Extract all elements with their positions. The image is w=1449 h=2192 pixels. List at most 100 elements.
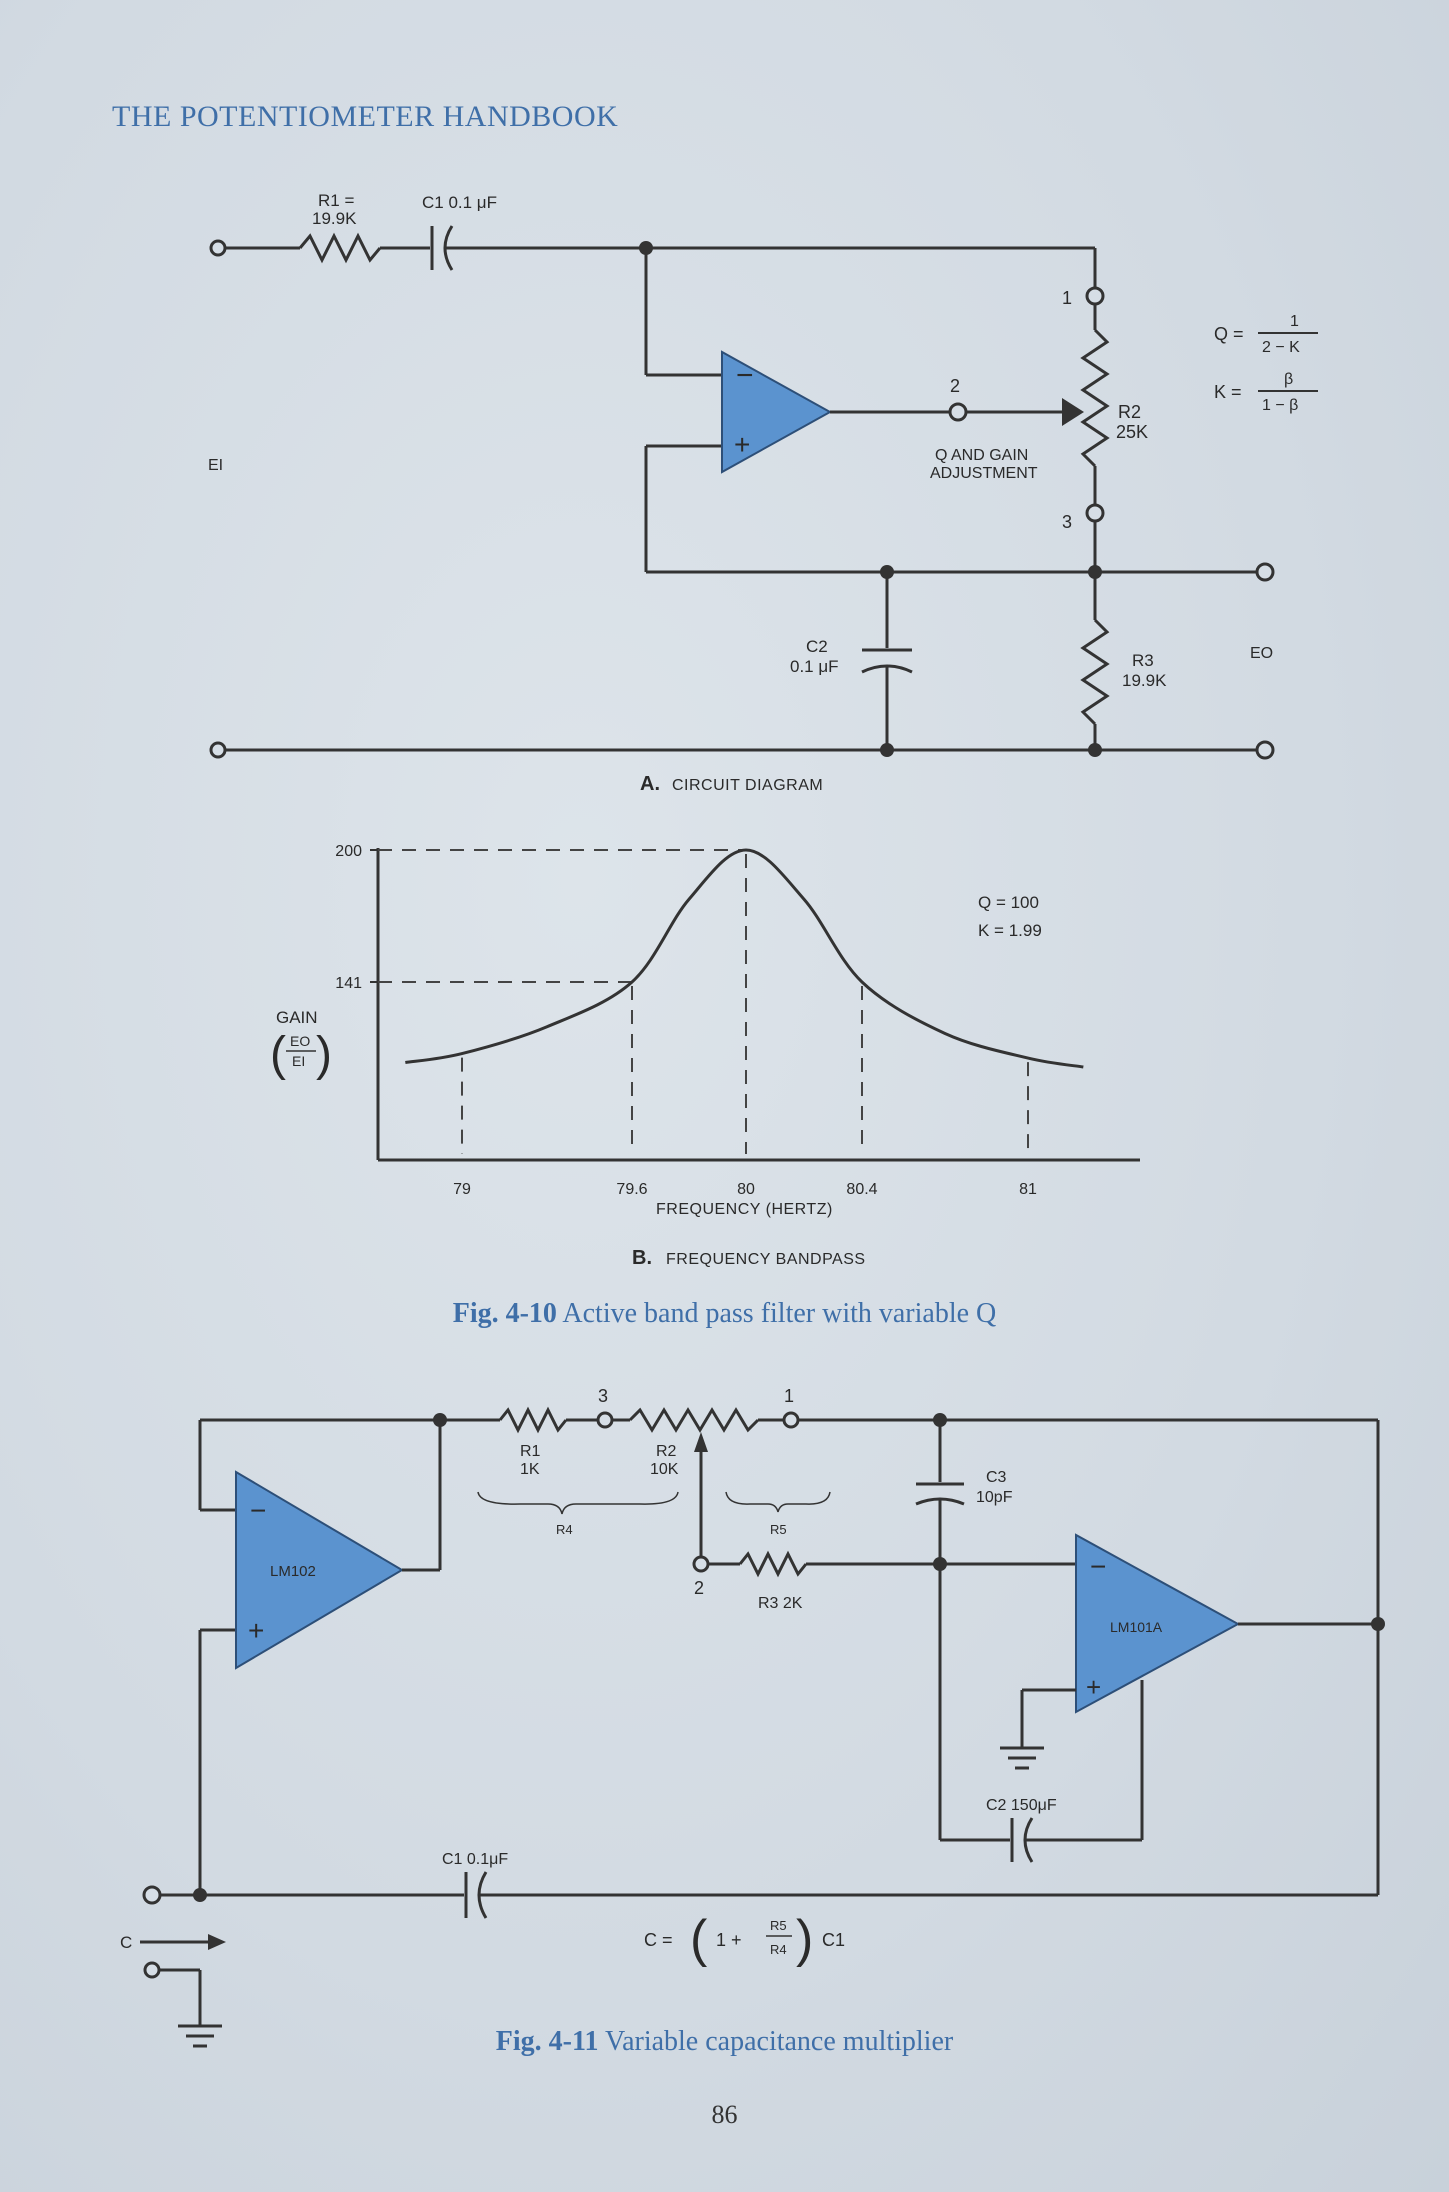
k-formula-lhs: K = <box>1214 382 1242 402</box>
chart-y-tick-label: 141 <box>335 975 362 992</box>
chart-x-tick-label: 80 <box>737 1181 755 1198</box>
r2-pin1-label: 1 <box>784 1386 794 1406</box>
r1-value: 1K <box>520 1461 540 1478</box>
c-terminal-top <box>142 1885 162 1905</box>
formula-lhs: C = <box>644 1930 673 1950</box>
chart-ylabel-paren-right: ) <box>316 1028 332 1081</box>
r1-resistor <box>498 1406 568 1434</box>
caption-fig-4-11: Fig. 4-11 Variable capacitance multiplie… <box>0 2026 1449 2058</box>
lm102-label: LM102 <box>270 1563 316 1580</box>
chart-ylabel: GAIN <box>276 1008 318 1027</box>
caption-1-fig: Fig. 4-10 <box>452 1298 557 1329</box>
chart-x-tick-label: 79 <box>453 1181 471 1198</box>
chart-y-tick-label: 200 <box>335 843 362 860</box>
q-formula-den: 2 − K <box>1262 339 1300 356</box>
chart-annotation-k: K = 1.99 <box>978 921 1042 940</box>
r4-brace <box>477 1491 679 1515</box>
adjust-label-line2: ADJUSTMENT <box>930 465 1038 482</box>
chart-xlabel: FREQUENCY (HERTZ) <box>656 1201 833 1218</box>
chart-ylabel-den: EI <box>292 1053 305 1069</box>
c3-value: 10pF <box>976 1489 1013 1506</box>
c1-label: C1 0.1 μF <box>422 193 497 212</box>
chart-x-tick-label: 79.6 <box>616 1181 647 1198</box>
wiper-pin2-label: 2 <box>694 1578 704 1598</box>
r1-label: R1 <box>520 1443 541 1460</box>
r2-pin1-label: 1 <box>1062 288 1072 308</box>
formula-num: R5 <box>770 1918 787 1933</box>
chart-x-tick-label: 80.4 <box>846 1181 877 1198</box>
r1-value: 19.9K <box>312 209 357 228</box>
lm101a-plus: + <box>1086 1672 1101 1702</box>
k-formula-num: β <box>1284 371 1293 388</box>
c2-value: 0.1 μF <box>790 657 839 676</box>
lm101a-minus: − <box>1090 1551 1106 1582</box>
r5-label: R5 <box>770 1522 787 1537</box>
c1-capacitor-curve <box>443 225 454 271</box>
r1-resistor <box>298 232 382 264</box>
r5-brace <box>725 1491 831 1513</box>
r2-label: R2 <box>1118 402 1141 422</box>
chart-ylabel-num: EO <box>290 1033 310 1049</box>
r4-label: R4 <box>556 1522 573 1537</box>
caption-fig-4-10: Fig. 4-10 Active band pass filter with v… <box>0 1298 1449 1330</box>
caption-2-text: Variable capacitance multiplier <box>604 2026 954 2057</box>
adjust-label-line1: Q AND GAIN <box>935 447 1028 464</box>
opamp-1 <box>721 350 833 474</box>
formula-c1: C1 <box>822 1930 845 1950</box>
r2-pin3-label: 3 <box>1062 512 1072 532</box>
r2-label: R2 <box>656 1443 677 1460</box>
r2-value: 25K <box>1116 422 1148 442</box>
lm102-minus: − <box>250 1495 266 1526</box>
r3-value: 19.9K <box>1122 671 1167 690</box>
r2-pin1-terminal <box>782 1411 800 1429</box>
k-formula-den: 1 − β <box>1262 397 1298 414</box>
sub-b-letter: B. <box>632 1247 652 1269</box>
junction-dot <box>880 743 894 757</box>
output-terminal-top <box>1255 562 1275 582</box>
c1-label: C1 0.1μF <box>442 1851 508 1868</box>
output-terminal-bottom <box>1255 740 1275 760</box>
page-number: 86 <box>711 2100 738 2129</box>
caption-1-text: Active band pass filter with variable Q <box>562 1298 997 1329</box>
c-terminal-bottom <box>143 1961 161 1979</box>
formula-one: 1 + <box>716 1930 742 1950</box>
r1-label: R1 = <box>318 191 354 210</box>
formula-den: R4 <box>770 1942 787 1957</box>
c2-capacitor-curve <box>1023 1817 1034 1863</box>
r2-potentiometer <box>1080 328 1110 468</box>
chart-gain-curve <box>405 848 1084 1069</box>
wiper-arrow <box>1062 398 1084 426</box>
r2-potentiometer <box>628 1407 760 1433</box>
sub-a-title: CIRCUIT DIAGRAM <box>672 777 823 794</box>
caption-2-fig: Fig. 4-11 <box>495 2026 599 2057</box>
r3-resistor <box>738 1550 808 1578</box>
formula-paren-left: ( <box>690 1910 708 1968</box>
running-head: THE POTENTIOMETER HANDBOOK <box>112 100 619 133</box>
eo-label: EO <box>1250 645 1273 662</box>
q-formula-num: 1 <box>1290 313 1299 330</box>
chart-annotation-q: Q = 100 <box>978 893 1039 912</box>
c-label: C <box>120 1933 132 1952</box>
c2-label: C2 150μF <box>986 1797 1057 1814</box>
junction-dot <box>1088 743 1102 757</box>
r2-value: 10K <box>650 1461 679 1478</box>
opamp-lm102 <box>235 1470 404 1670</box>
r2-pin3-terminal <box>596 1411 614 1429</box>
sub-b-title: FREQUENCY BANDPASS <box>666 1251 866 1268</box>
sub-a-letter: A. <box>640 773 660 795</box>
r3-label: R3 <box>1132 651 1154 670</box>
ei-label: EI <box>208 457 223 474</box>
lm101a-label: LM101A <box>1110 1619 1163 1635</box>
formula-paren-right: ) <box>796 1910 813 1968</box>
chart-x-tick-label: 81 <box>1019 1181 1037 1198</box>
chart-ylabel-paren-left: ( <box>270 1028 286 1081</box>
c-arrow-head <box>208 1934 226 1950</box>
junction-dot <box>193 1888 207 1902</box>
r2-pin3-label: 3 <box>598 1386 608 1406</box>
wiper-pin2-label: 2 <box>950 376 960 396</box>
r3-label: R3 2K <box>758 1595 803 1612</box>
r3-resistor <box>1080 618 1110 726</box>
